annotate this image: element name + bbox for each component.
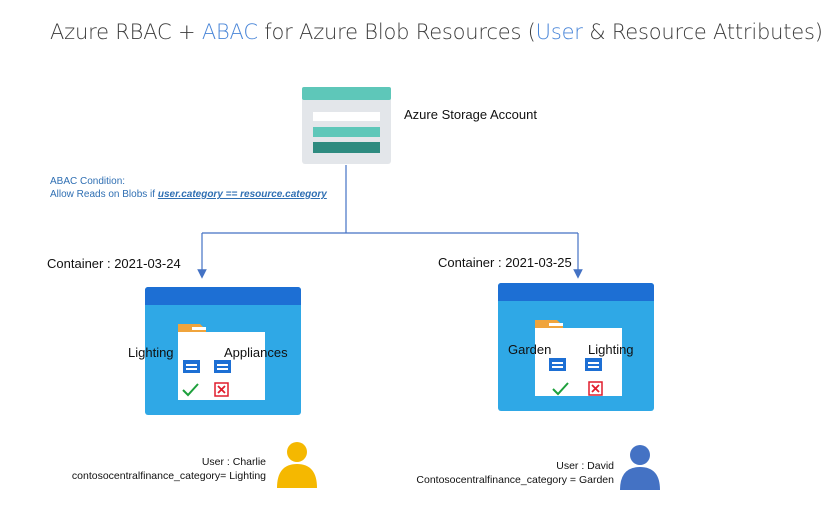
storage-account-icon xyxy=(302,87,391,164)
title-part-3: for Azure Blob Resources ( xyxy=(257,20,536,44)
category-label: Lighting xyxy=(128,345,174,360)
abac-condition: ABAC Condition: Allow Reads on Blobs if … xyxy=(50,175,327,201)
container-label-left: Container : 2021-03-24 xyxy=(47,256,181,271)
user-info-charlie: User : Charlie contosocentralfinance_cat… xyxy=(58,455,266,483)
user-attribute: Contosocentralfinance_category = Garden xyxy=(416,474,614,486)
category-label: Garden xyxy=(508,342,552,357)
blob-icon xyxy=(214,360,231,373)
deny-icon xyxy=(588,381,603,396)
page-title: Azure RBAC + ABAC for Azure Blob Resourc… xyxy=(50,20,823,44)
abac-rule-prefix: Allow Reads on Blobs if xyxy=(50,189,158,200)
folder-icon xyxy=(535,320,622,396)
user-icon xyxy=(620,445,660,490)
category-label: Lighting xyxy=(588,342,634,357)
title-part-5: & Resource Attributes) xyxy=(582,20,823,44)
container-icon-left xyxy=(145,287,301,415)
user-attribute: contosocentralfinance_category= Lighting xyxy=(71,470,266,482)
blob-icon xyxy=(549,358,566,371)
user-info-david: User : David Contosocentralfinance_categ… xyxy=(388,459,614,487)
abac-condition-title: ABAC Condition: xyxy=(50,176,126,187)
container-label-right: Container : 2021-03-25 xyxy=(438,255,572,270)
title-part-1: Azure RBAC + xyxy=(50,20,202,44)
category-label: Appliances xyxy=(224,345,288,360)
title-abac: ABAC xyxy=(201,20,258,44)
user-icon xyxy=(277,442,317,488)
blob-icon xyxy=(585,358,602,371)
abac-condition-rule: Allow Reads on Blobs if user.category ==… xyxy=(50,188,327,201)
container-icon-right xyxy=(498,283,654,411)
storage-account-label: Azure Storage Account xyxy=(404,107,537,122)
abac-expression: user.category == resource.category xyxy=(157,189,327,200)
user-name: User : Charlie xyxy=(201,456,266,468)
user-name: User : David xyxy=(556,460,614,472)
check-icon xyxy=(182,383,199,397)
title-user: User xyxy=(535,20,583,44)
deny-icon xyxy=(214,382,229,397)
connector-lines xyxy=(197,165,583,279)
blob-icon xyxy=(183,360,200,373)
check-icon xyxy=(552,382,569,396)
